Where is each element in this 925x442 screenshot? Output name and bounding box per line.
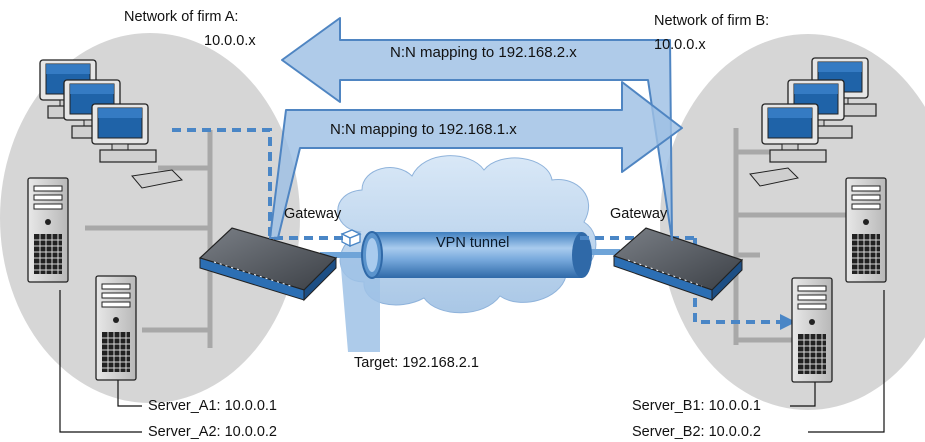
server-b2-label: Server_B2: 10.0.0.2: [632, 424, 761, 440]
server-label-leaders: [59, 290, 885, 433]
mapping-top-label: N:N mapping to 192.168.2.x: [390, 44, 577, 61]
server-a2-icon: [27, 177, 69, 283]
router-b: [612, 227, 744, 302]
firm-b-title: Network of firm B:: [654, 13, 770, 29]
server-b2-icon: [845, 177, 887, 283]
server-b1-icon: [791, 277, 833, 383]
firm-b-network-area: [660, 34, 925, 410]
mapping-arrow-to-a: [281, 17, 673, 241]
firm-a-subnet: 10.0.0.x: [204, 33, 256, 49]
server-b1-label: Server_B1: 10.0.0.1: [632, 398, 761, 414]
firm-b-subnet: 10.0.0.x: [654, 37, 706, 53]
mapping-bottom-label: N:N mapping to 192.168.1.x: [330, 121, 517, 138]
firm-a-computers: [39, 59, 184, 189]
mapping-arrow-to-b: [269, 81, 683, 239]
router-a: [198, 227, 338, 302]
server-a1-icon: [95, 275, 137, 381]
firm-a-cabling: [85, 130, 232, 348]
packet-icon: [340, 229, 362, 248]
vpn-tunnel: [361, 231, 592, 279]
firm-b-computers: [749, 57, 877, 187]
dashed-arrow-head: [780, 314, 796, 330]
target-label: Target: 192.168.2.1: [354, 355, 479, 371]
server-a2-label: Server_A2: 10.0.0.2: [148, 424, 277, 440]
gateway-a-label: Gateway: [284, 206, 342, 222]
vpn-tunnel-label: VPN tunnel: [436, 235, 510, 251]
gateway-b-label: Gateway: [610, 206, 668, 222]
firm-a-title: Network of firm A:: [124, 9, 239, 25]
server-a1-label: Server_A1: 10.0.0.1: [148, 398, 277, 414]
